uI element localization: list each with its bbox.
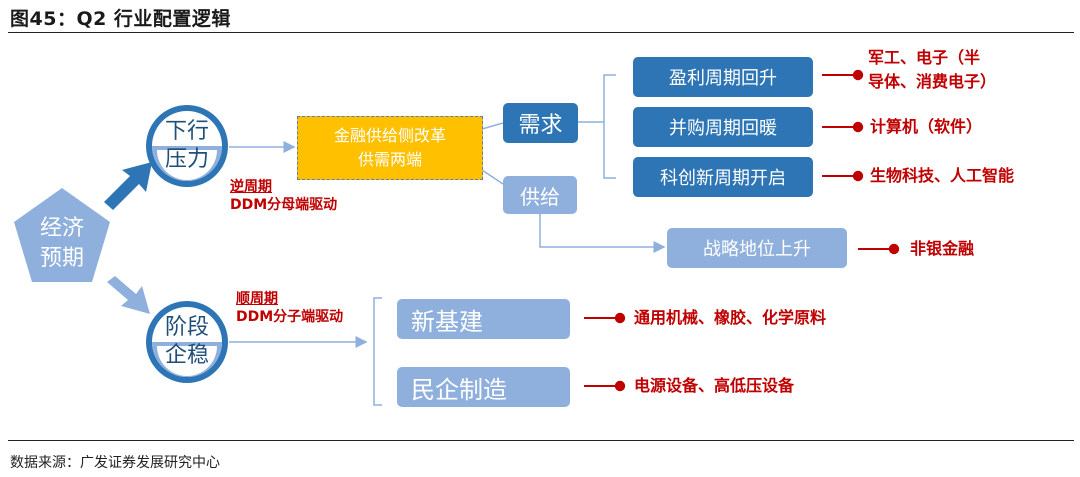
profit-cycle-box: 盈利周期回升 bbox=[633, 57, 813, 97]
supply-box: 供给 bbox=[503, 176, 577, 214]
outcome-strategic-position: 非银金融 bbox=[910, 239, 975, 258]
outcome-profit-cycle: 军工、电子（半 导体、消费电子） bbox=[868, 48, 997, 91]
figure-title: 图45：Q2 行业配置逻辑 bbox=[10, 8, 231, 30]
ma-cycle-box: 并购周期回暖 bbox=[633, 107, 813, 147]
arrow-up-right bbox=[104, 162, 152, 210]
demand-box: 需求 bbox=[503, 103, 578, 143]
private-mfg-box: 民企制造 bbox=[397, 367, 570, 407]
counter-cyclical-driver: 逆周期 DDM分母端驱动 bbox=[230, 179, 338, 213]
top-rule bbox=[8, 32, 1074, 33]
outcome-new-infra: 通用机械、橡胶、化学原料 bbox=[634, 308, 827, 327]
new-infra-box: 新基建 bbox=[397, 299, 570, 339]
downward-pressure-label: 下行 压力 bbox=[164, 119, 209, 172]
tech-cycle-box: 科创新周期开启 bbox=[633, 157, 813, 197]
demand-bracket bbox=[603, 74, 616, 179]
stable-circle-lower-white bbox=[157, 346, 217, 376]
outcome-tech-cycle: 生物科技、人工智能 bbox=[870, 166, 1015, 185]
stage-stable-label: 阶段 企稳 bbox=[164, 315, 209, 368]
outcome-ma-cycle: 计算机（软件） bbox=[870, 117, 983, 136]
arrow-down-right bbox=[107, 276, 150, 314]
pressure-circle-lower-white bbox=[157, 150, 217, 180]
supply-to-strategic bbox=[539, 214, 666, 253]
bottom-rule bbox=[8, 440, 1074, 441]
economy-expectation-label: 经济 预期 bbox=[39, 216, 84, 271]
reform-to-demand bbox=[481, 122, 504, 130]
stable-bracket bbox=[373, 297, 382, 406]
pro-cyclical-driver: 顺周期 DDM分子端驱动 bbox=[236, 291, 344, 325]
economy-pentagon bbox=[14, 188, 110, 282]
reform-to-supply bbox=[481, 169, 504, 185]
strategic-position-box: 战略地位上升 bbox=[667, 228, 847, 268]
supply-side-reform-box: 金融供给侧改革 供需两端 bbox=[297, 116, 483, 180]
source-note: 数据来源：广发证券发展研究中心 bbox=[10, 455, 220, 471]
outcome-private-mfg: 电源设备、高低压设备 bbox=[634, 376, 795, 395]
